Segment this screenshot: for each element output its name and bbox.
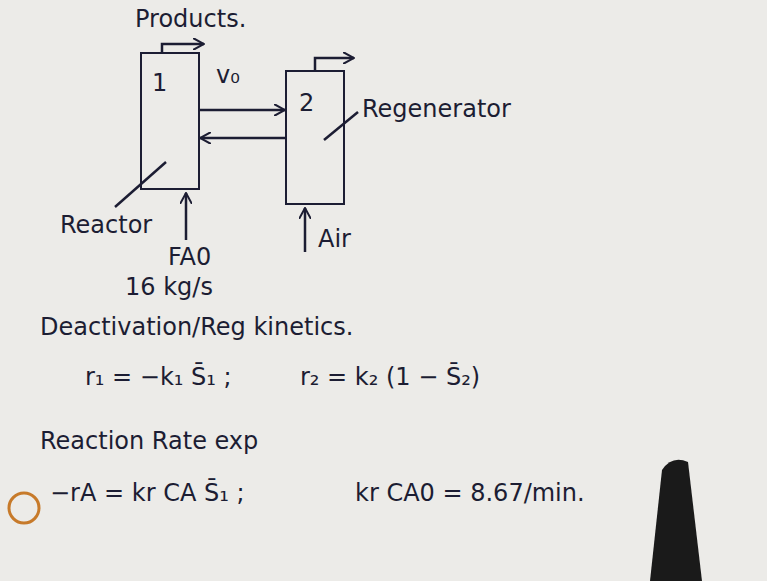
note-heading: Reaction Rate exp xyxy=(40,428,258,456)
flow-label: v₀ xyxy=(216,62,240,90)
reactor-box: 1 xyxy=(140,52,200,190)
unit-number: 1 xyxy=(152,70,198,96)
note-heading: Deactivation/Reg kinetics. xyxy=(40,314,353,342)
logo-mark xyxy=(9,493,39,523)
stream-label: FA0 xyxy=(168,244,211,272)
stream-label: Products. xyxy=(135,6,246,34)
outlet-arrow xyxy=(315,58,354,70)
flow-rate: 16 kg/s xyxy=(125,274,213,302)
pen-shape xyxy=(650,460,702,581)
equation: r₁ = −k₁ S̄₁ ; xyxy=(85,364,232,392)
equation: r₂ = k₂ (1 − S̄₂) xyxy=(300,364,480,392)
air-arrow xyxy=(304,208,307,252)
equation: kr CA0 = 8.67/min. xyxy=(355,480,585,508)
flow-arrow xyxy=(200,109,285,112)
stream-label: Air xyxy=(318,226,351,254)
products-arrow xyxy=(162,44,204,52)
unit-label: Reactor xyxy=(60,212,152,240)
flow-arrow xyxy=(200,137,285,140)
equation: −rA = kr CA S̄₁ ; xyxy=(50,480,245,508)
unit-number: 2 xyxy=(299,90,343,116)
leader-line xyxy=(324,112,358,140)
feed-arrow xyxy=(185,193,188,240)
unit-label: Regenerator xyxy=(362,96,511,124)
regenerator-box: 2 xyxy=(285,70,345,205)
